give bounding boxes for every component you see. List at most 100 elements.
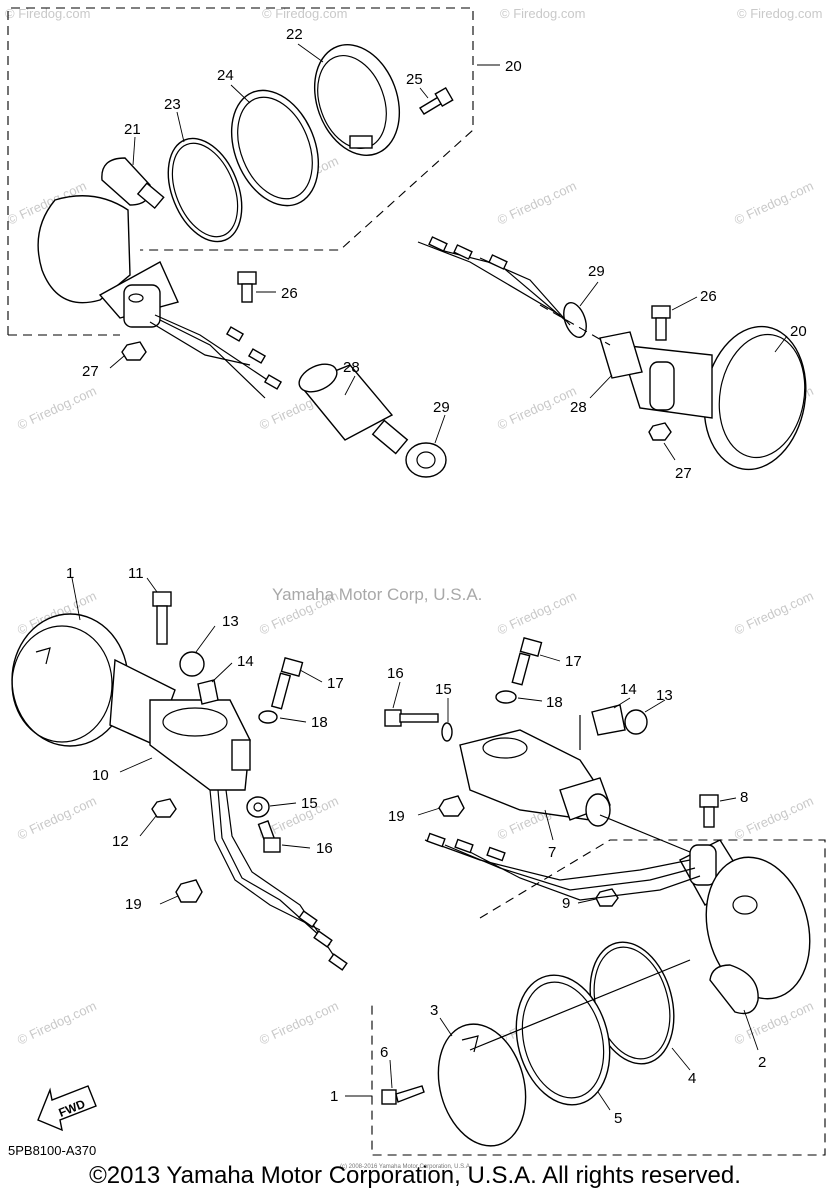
wire-connector — [486, 846, 506, 862]
gasket-part — [171, 142, 239, 238]
watermark-center: Yamaha Motor Corp, U.S.A. — [272, 585, 482, 604]
leader-line — [146, 577, 158, 593]
fine-print: (c) 2008-2016 Yamaha Motor Corporation, … — [340, 1164, 472, 1170]
bolt-head — [519, 637, 543, 657]
bolt-shank — [655, 317, 667, 341]
grommet-part — [197, 679, 219, 705]
fwd-arrow-shape — [37, 1085, 97, 1132]
lens-tab — [349, 135, 373, 149]
collar-part — [179, 651, 205, 677]
bolt-head — [699, 794, 719, 808]
bolt-head — [152, 591, 172, 607]
clamp-part — [438, 795, 465, 817]
assembly-boundary — [7, 7, 474, 335]
callout: 1 — [330, 1088, 338, 1105]
fwd-arrow-icon: FWD — [37, 1085, 97, 1132]
watermark: © Firedog.com — [5, 6, 90, 21]
callout: 4 — [688, 1070, 696, 1087]
lamp-part — [11, 613, 129, 747]
wire-connector — [426, 832, 446, 848]
wire-harness — [424, 839, 691, 881]
callout: 21 — [124, 121, 141, 138]
grommet-tip — [371, 419, 409, 455]
leader-line — [671, 296, 698, 311]
diagram-code: 5PB8100-A370 — [8, 1143, 97, 1158]
washer-hole — [253, 802, 263, 812]
callout: 18 — [311, 714, 328, 731]
leader-line — [419, 87, 429, 99]
bracket-part — [149, 699, 251, 791]
wire-connector — [263, 374, 283, 390]
callout: 29 — [433, 399, 450, 416]
bolt-shank — [270, 672, 292, 710]
callout: 17 — [565, 653, 582, 670]
wire-harness — [154, 314, 276, 386]
bolt-shank — [399, 713, 439, 723]
callout: 16 — [316, 840, 333, 857]
bracket-tab — [231, 739, 251, 771]
leader-line — [269, 802, 297, 807]
leader-line — [109, 355, 125, 369]
callout: 7 — [548, 844, 556, 861]
callout: 18 — [546, 694, 563, 711]
leader-line — [389, 1059, 393, 1089]
wire-connector — [428, 236, 448, 252]
callout: 11 — [128, 565, 144, 582]
lens-part — [437, 1023, 527, 1147]
callout: 10 — [92, 767, 109, 784]
callout: 6 — [380, 1044, 388, 1061]
bracket-opening — [162, 707, 228, 737]
leader-line — [539, 654, 561, 662]
assembly-top-left: 20 22 24 25 23 21 26 27 28 29 — [7, 7, 522, 478]
wire-harness — [417, 241, 561, 316]
alignment-line — [599, 814, 691, 853]
wire-harness — [444, 844, 696, 891]
washer-part — [495, 690, 517, 704]
bolt-head — [384, 709, 402, 727]
watermark: © Firedog.com — [15, 998, 99, 1048]
leader-line — [719, 797, 737, 802]
callout: 9 — [562, 895, 570, 912]
bracket-opening — [482, 737, 528, 759]
bolt-shank — [703, 806, 715, 828]
wire-connector — [488, 254, 508, 270]
leader-line — [774, 335, 788, 353]
wire-connector — [313, 930, 333, 948]
callout: 29 — [588, 263, 605, 280]
wire-harness — [159, 319, 266, 399]
rim-part — [521, 981, 605, 1099]
washer-part — [258, 710, 278, 724]
callout: 25 — [406, 71, 423, 88]
watermark: © Firedog.com — [257, 998, 341, 1048]
wire-connector — [247, 348, 267, 364]
callout: 3 — [430, 1002, 438, 1019]
wire-connector — [453, 244, 473, 260]
washer-part — [441, 722, 453, 742]
callout: 20 — [505, 58, 522, 75]
bolt-shank — [241, 283, 253, 303]
screw-head — [381, 1089, 397, 1105]
screw-shank — [395, 1085, 425, 1103]
callout: 13 — [222, 613, 239, 630]
watermark: © Firedog.com — [495, 588, 579, 638]
watermark: © Firedog.com — [732, 178, 816, 228]
bolt-head — [263, 837, 281, 853]
grommet-part — [591, 704, 626, 736]
leader-line — [743, 1009, 759, 1051]
leader-line — [279, 717, 307, 723]
callout: 27 — [675, 465, 692, 482]
stay-part — [123, 284, 161, 328]
alignment-line — [539, 304, 611, 346]
leader-line — [439, 1017, 453, 1037]
callout: 8 — [740, 789, 748, 806]
stay-part — [649, 361, 675, 411]
grommet-end — [298, 363, 338, 393]
leader-line — [589, 374, 613, 399]
assembly-bottom-right: 16 15 17 14 13 18 19 7 8 9 3 6 1 5 4 2 — [330, 637, 826, 1156]
bolt-head — [651, 305, 671, 319]
callout: 16 — [387, 665, 404, 682]
wire-connector — [225, 326, 245, 342]
watermark: © Firedog.com — [737, 6, 822, 21]
nut-hole — [416, 451, 436, 469]
callout: 23 — [164, 96, 181, 113]
